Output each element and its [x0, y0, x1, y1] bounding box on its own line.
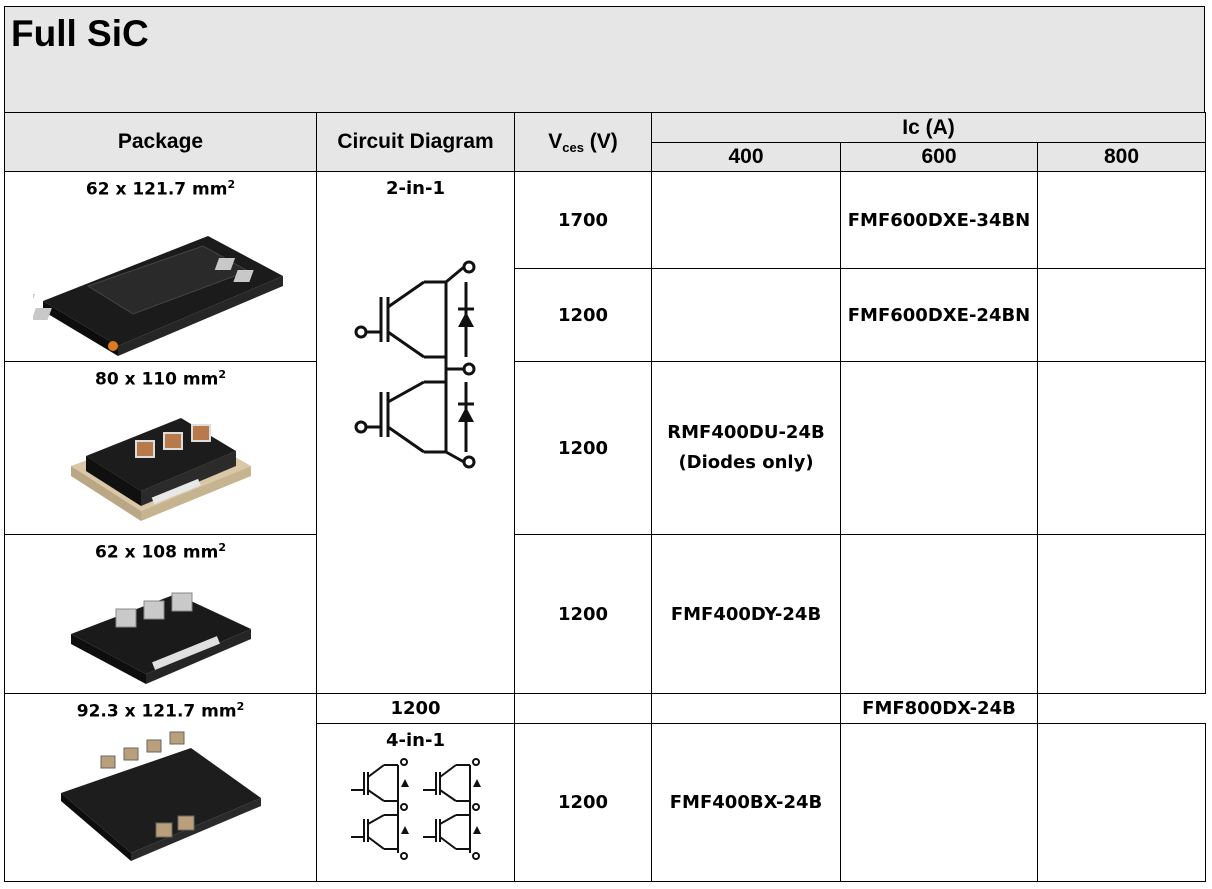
part-cell-400: FMF400BX-24B [651, 723, 841, 882]
package-dimension: 62 x 108 mm2 [95, 541, 226, 563]
title-band: Full SiC [4, 6, 1205, 113]
table-row: 62 x 121.7 mm2 2-in-1 [4, 171, 1207, 694]
part-cell-600 [651, 693, 841, 724]
part-cell-800 [1036, 268, 1207, 362]
package-dimension: 92.3 x 121.7 mm2 [76, 700, 245, 722]
vces-cell: 1200 [514, 361, 652, 535]
part-cell-600: FMF600DXE-24BN [840, 268, 1038, 362]
header-ic-row: 400 600 800 [5, 142, 1207, 172]
table-row: 92.3 x 121.7 mm2 1200 FMF800DX-24B [4, 693, 1206, 882]
part-cell-600 [840, 361, 1038, 535]
package-cell: 80 x 110 mm2 [4, 361, 317, 535]
module-image [70, 592, 251, 684]
vces-subscript: ces [562, 139, 584, 155]
table-row: 1200 FMF600DXE-24BN [5, 268, 1207, 362]
part-note: (Diodes only) [678, 452, 814, 473]
package-dimension: 62 x 121.7 mm2 [85, 178, 236, 200]
page-title: Full SiC [11, 13, 149, 54]
circuit-cell-2in1: 2-in-1 [316, 171, 515, 694]
part-cell-600 [840, 723, 1038, 882]
package-cell: 62 x 121.7 mm2 [4, 171, 317, 362]
vces-cell: 1200 [514, 534, 652, 694]
vces-cell: 1200 [316, 693, 515, 724]
vces-main: V [548, 129, 563, 153]
part-cell-800: FMF800DX-24B [840, 693, 1038, 724]
header-circuit-diagram: Circuit Diagram [316, 112, 515, 172]
part-number: RMF400DU-24B [667, 422, 825, 443]
part-cell-400 [514, 693, 652, 724]
part-cell-400: FMF400DY-24B [651, 534, 841, 694]
part-cell-800 [1036, 361, 1207, 535]
module-image [60, 731, 261, 861]
part-cell-600: FMF600DXE-34BN [840, 171, 1038, 269]
header-ic-400: 400 [651, 142, 841, 172]
package-cell: 62 x 108 mm2 [4, 534, 317, 694]
circuit-cell-4in1: 4-in-1 [316, 723, 515, 882]
table-row: 80 x 110 mm2 1200 RMF400DU-24B (Diod [4, 361, 1207, 535]
spec-sheet: Full SiC Package Circuit Diagram Vces (V… [4, 6, 1207, 883]
header-row: Package Circuit Diagram Vces (V) Ic (A) [4, 112, 1207, 172]
part-cell-400: RMF400DU-24B (Diodes only) [651, 361, 841, 535]
header-ic-600: 600 [840, 142, 1038, 172]
module-image [32, 235, 283, 356]
part-cell-600 [840, 534, 1038, 694]
package-dimension: 80 x 110 mm2 [95, 368, 226, 390]
full-bridge-diagram [350, 758, 481, 860]
header-ic-800: 800 [1036, 142, 1207, 172]
vces-unit: (V) [583, 129, 618, 153]
part-cell-800 [1036, 171, 1207, 269]
vces-cell: 1200 [514, 268, 652, 362]
part-cell-400 [651, 171, 841, 269]
part-cell-800 [1036, 534, 1207, 694]
table-row: 62 x 108 mm2 1200 FMF400DY-24B [4, 534, 1207, 694]
module-image [70, 417, 251, 521]
header-ic: Ic (A) [650, 112, 1207, 143]
part-cell-800 [1036, 723, 1207, 882]
part-cell-400 [651, 268, 841, 362]
table-row: 4-in-1 [5, 723, 1207, 882]
product-table: Package Circuit Diagram Vces (V) Ic (A) … [4, 112, 1207, 882]
circuit-label: 2-in-1 [386, 178, 445, 199]
header-vces: Vces (V) [514, 112, 652, 172]
vces-cell: 1700 [514, 171, 652, 269]
half-bridge-diagram [354, 260, 475, 469]
circuit-label: 4-in-1 [386, 730, 445, 751]
vces-cell: 1200 [514, 723, 652, 882]
header-package: Package [4, 112, 317, 172]
package-cell: 92.3 x 121.7 mm2 [4, 693, 317, 882]
